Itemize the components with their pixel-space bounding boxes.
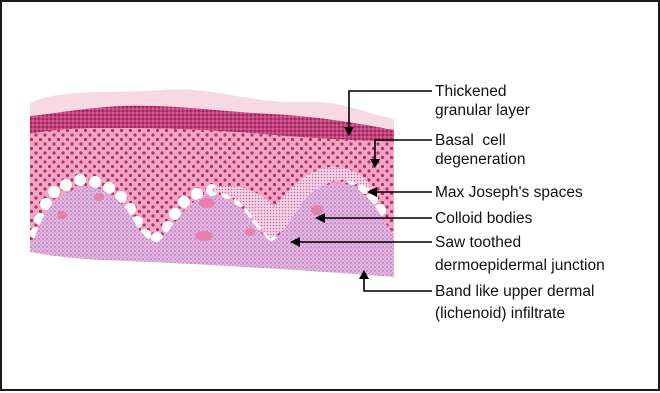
label-band-infiltrate-1: Band like upper dermal: [435, 283, 594, 300]
labels: Thickened granular layer Basal cell dege…: [435, 83, 605, 322]
lichenoid-infiltrate: [30, 183, 394, 277]
label-basal-cell-2: degeneration: [435, 151, 526, 168]
label-max-josephs-spaces: Max Joseph's spaces: [435, 184, 583, 201]
label-basal-cell-1: Basal cell: [435, 132, 506, 149]
label-thickened-granular-2: granular layer: [435, 102, 530, 119]
label-saw-toothed-1: Saw toothed: [435, 234, 521, 251]
label-colloid-bodies: Colloid bodies: [435, 210, 533, 227]
label-saw-toothed-2: dermoepidermal junction: [435, 257, 605, 274]
label-band-infiltrate-2: (lichenoid) infiltrate: [435, 305, 565, 322]
label-thickened-granular-1: Thickened: [435, 83, 507, 100]
